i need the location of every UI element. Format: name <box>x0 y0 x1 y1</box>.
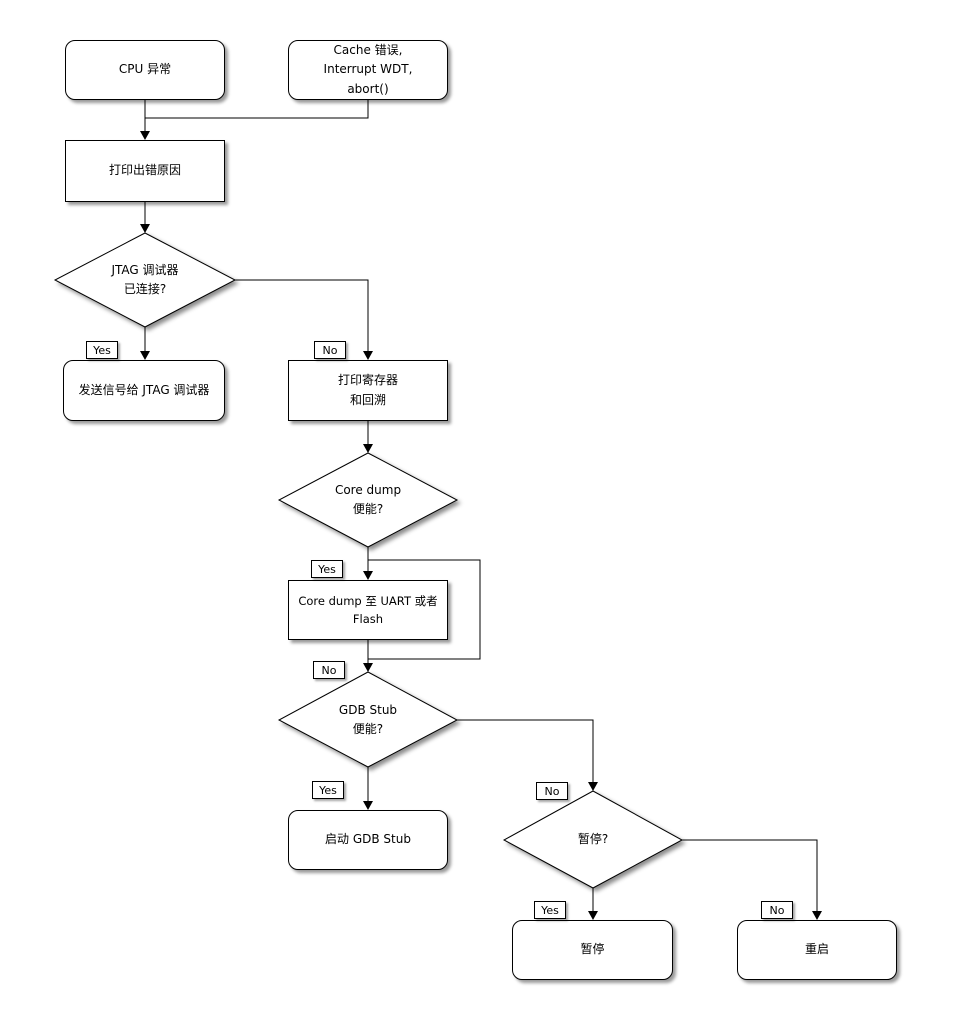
node-reboot: 重启 <box>737 920 897 980</box>
node-cpu-exception: CPU 异常 <box>65 40 225 100</box>
connector-halt-no <box>682 839 818 913</box>
decision-core-dump-enabled-diamond <box>277 452 459 548</box>
arrowhead <box>140 131 150 140</box>
arrowhead <box>812 911 822 920</box>
arrowhead <box>363 571 373 580</box>
node-print-error-reason: 打印出错原因 <box>65 140 225 202</box>
node-start-gdb-stub: 启动 GDB Stub <box>288 810 448 870</box>
arrowhead <box>363 801 373 810</box>
edge-label-halt-yes: Yes <box>534 901 566 919</box>
connector-jtag-no <box>235 279 369 353</box>
arrowhead <box>140 351 150 360</box>
edge-label-core-dump-yes: Yes <box>311 560 343 578</box>
node-cache-error-wdt-abort: Cache 错误, Interrupt WDT, abort() <box>288 40 448 100</box>
edge-label-jtag-yes: Yes <box>86 341 118 359</box>
decision-jtag-connected-diamond <box>53 232 237 328</box>
node-print-registers-backtrace: 打印寄存器 和回溯 <box>288 360 448 421</box>
edge-label-gdb-yes: Yes <box>312 781 344 799</box>
node-halt: 暂停 <box>512 920 673 980</box>
edge-label-gdb-no: No <box>536 782 568 800</box>
connector-cache-join <box>145 100 369 119</box>
arrowhead <box>140 224 150 233</box>
node-core-dump-to-uart-or-flash: Core dump 至 UART 或者 Flash <box>288 580 448 640</box>
arrowhead <box>588 911 598 920</box>
connector-gdb-no <box>457 719 594 784</box>
arrowhead <box>363 351 373 360</box>
node-send-signal-to-jtag: 发送信号给 JTAG 调试器 <box>63 360 225 421</box>
arrowhead <box>363 663 373 672</box>
connector-coredump-no-bypass <box>368 559 481 660</box>
decision-halt-diamond <box>502 790 684 889</box>
decision-gdb-stub-enabled-diamond <box>277 671 459 768</box>
arrowhead <box>363 444 373 453</box>
arrowhead <box>588 782 598 791</box>
edge-label-halt-no: No <box>761 901 793 919</box>
edge-label-jtag-no: No <box>314 341 346 359</box>
edge-label-core-dump-no: No <box>313 661 345 679</box>
